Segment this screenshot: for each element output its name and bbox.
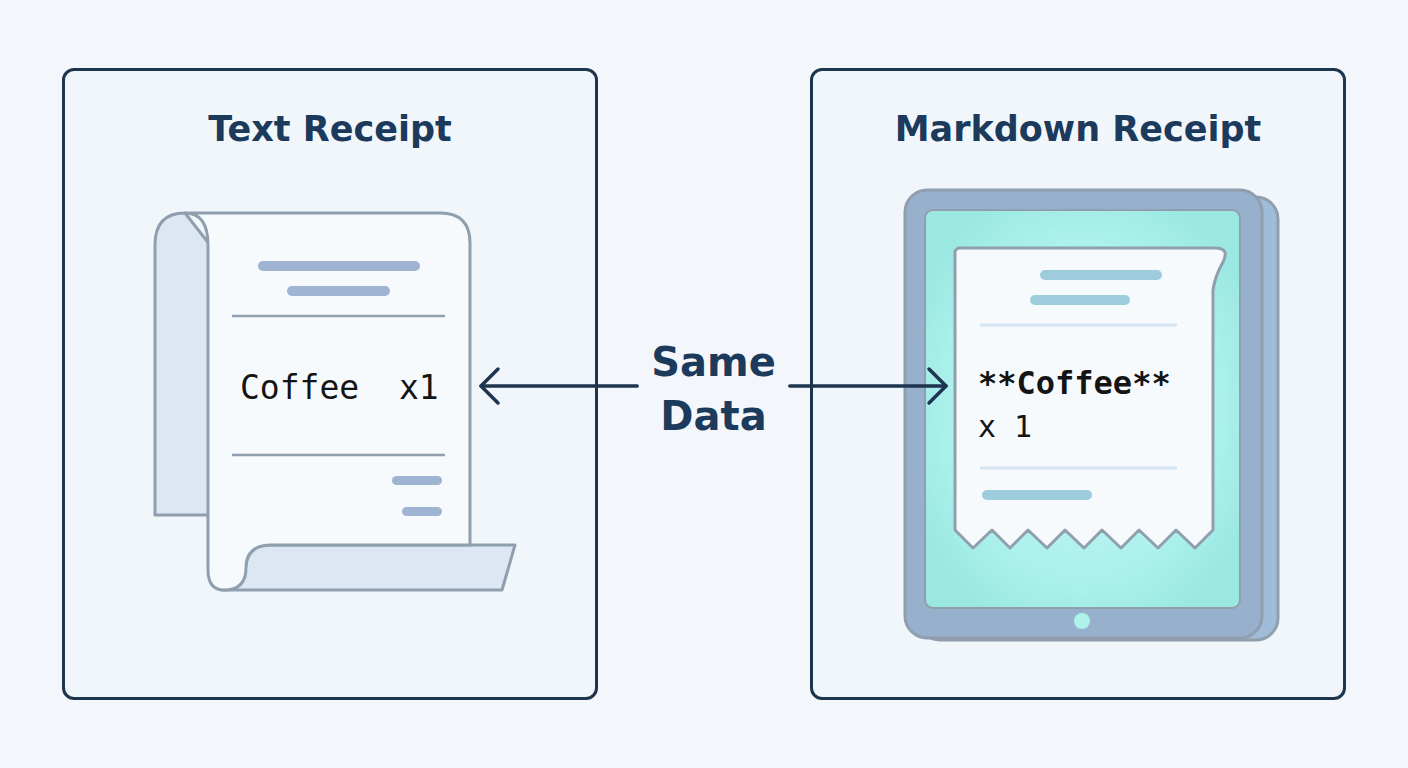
- panel-title: Markdown Receipt: [813, 109, 1343, 149]
- receipt-line: Coffee x1: [240, 368, 439, 407]
- quantity-line: x 1: [978, 409, 1032, 444]
- panel-title: Text Receipt: [65, 109, 595, 149]
- markdown-receipt: **Coffee** x 1: [958, 251, 1228, 553]
- receipt-panel: Text ReceiptCoffee x1: [62, 68, 598, 700]
- edge-label: Same Data: [639, 335, 789, 443]
- receipt-panel: Markdown Receipt **Coffee** x 1: [810, 68, 1346, 700]
- text-receipt: Coffee x1: [211, 216, 473, 593]
- markdown-line: **Coffee**: [978, 364, 1171, 402]
